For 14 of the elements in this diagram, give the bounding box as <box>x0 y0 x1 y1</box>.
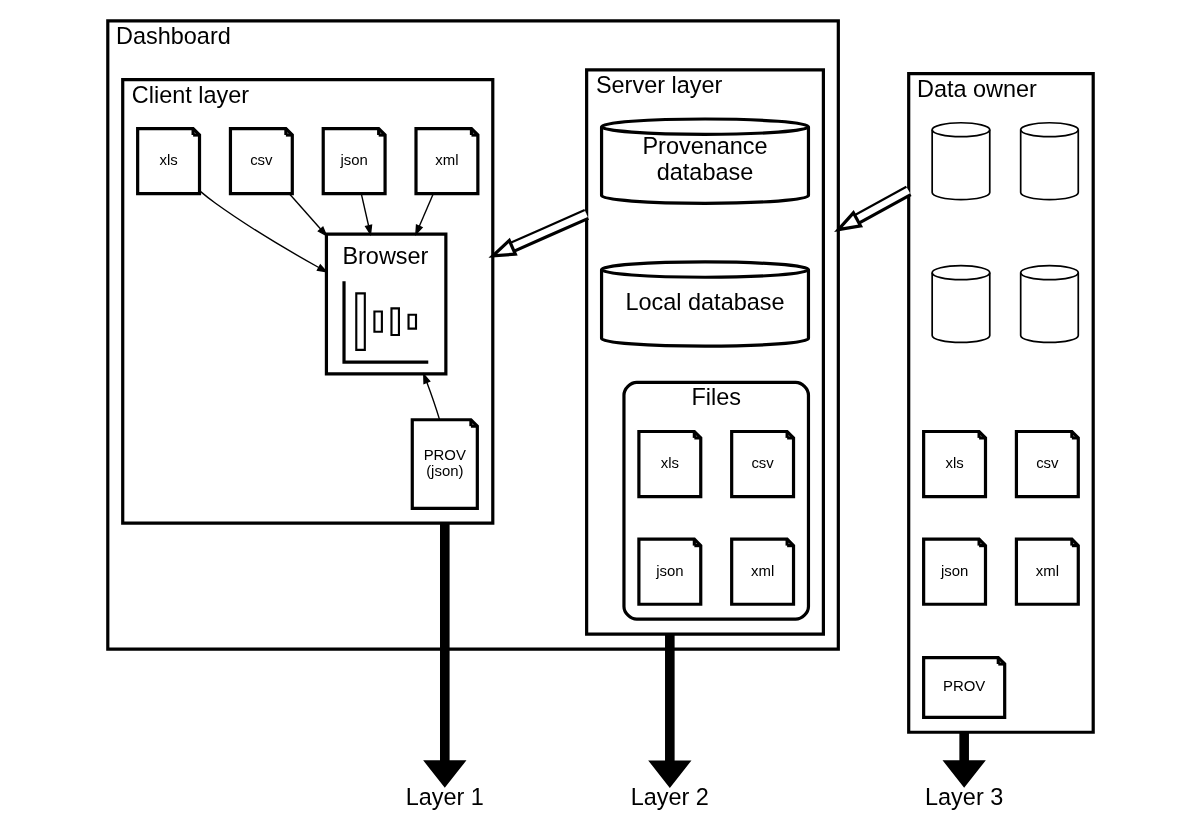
arrow <box>833 185 912 232</box>
node-text: Layer 1 <box>405 784 484 811</box>
arrow <box>647 634 691 788</box>
arrow <box>198 190 328 273</box>
arrow <box>414 193 434 237</box>
arrow <box>422 372 440 421</box>
arrow <box>422 523 466 788</box>
arrow <box>288 193 328 238</box>
node-text: Layer 2 <box>630 784 709 811</box>
node-box: Browser <box>324 232 447 376</box>
arrow <box>487 209 589 258</box>
node-text: Layer 3 <box>924 784 1003 811</box>
arrow <box>942 732 986 788</box>
arrow <box>360 193 372 237</box>
